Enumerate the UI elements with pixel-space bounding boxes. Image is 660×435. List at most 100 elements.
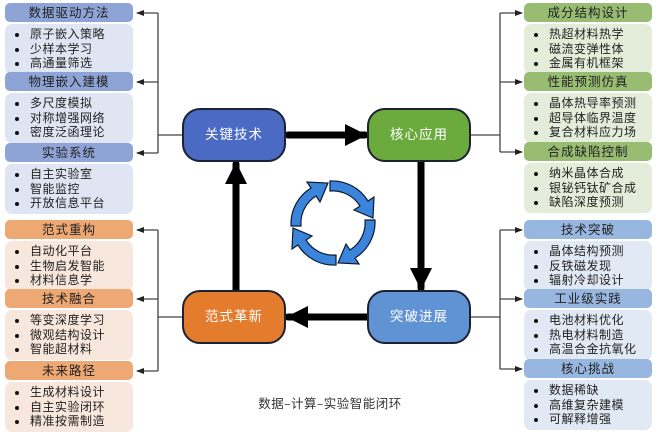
category-title: 核心挑战	[524, 359, 652, 378]
bullet-icon	[534, 102, 538, 106]
bracket-right-top	[471, 10, 523, 155]
list-item-text: 热超材料热学	[549, 27, 625, 41]
category-items: 纳米晶体合成银铋钙钛矿合成缺陷深度预测	[524, 163, 652, 213]
bullet-icon	[534, 62, 538, 67]
bullet-icon	[534, 319, 538, 323]
bullet-icon	[534, 131, 538, 136]
category-items: 热超材料热学磁流变弹性体金属有机框架	[524, 24, 652, 74]
list-item: 可解释增强	[532, 412, 652, 427]
bullet-icon	[15, 319, 19, 323]
list-item: 晶体热导率预测	[532, 96, 652, 111]
category-title: 实验系统	[5, 143, 133, 162]
list-item: 缺陷深度预测	[532, 195, 652, 210]
bullet-icon	[15, 173, 19, 177]
category-items: 原子嵌入策略少样本学习高通量筛选	[5, 24, 133, 74]
bullet-icon	[15, 333, 19, 338]
list-item: 高维复杂建模	[532, 398, 652, 413]
category-left-top-2: 实验系统自主实验室智能监控开放信息平台	[5, 143, 133, 214]
list-item: 等变深度学习	[13, 313, 133, 328]
list-item: 银铋钙钛矿合成	[532, 181, 652, 196]
category-title: 成分结构设计	[524, 3, 652, 22]
list-item-text: 材料信息学	[30, 273, 93, 288]
bullet-icon	[534, 403, 538, 408]
list-item-text: 反铁磁发现	[549, 258, 612, 273]
list-item-text: 超导体临界温度	[549, 110, 637, 125]
bullet-icon	[15, 187, 19, 192]
category-items: 自主实验室智能监控开放信息平台	[5, 164, 133, 214]
bullet-icon	[534, 348, 538, 353]
bullet-icon	[15, 116, 19, 121]
list-item: 少样本学习	[13, 42, 133, 57]
list-item-text: 少样本学习	[30, 41, 93, 56]
bullet-icon	[15, 391, 19, 395]
list-item-text: 自主实验闭环	[30, 399, 106, 414]
node-core-application: 核心应用	[367, 108, 471, 162]
category-title: 未来路径	[5, 361, 133, 380]
bullet-icon	[534, 33, 538, 37]
list-item: 材料信息学	[13, 273, 133, 288]
bullet-icon	[534, 186, 538, 191]
category-items: 生成材料设计自主实验闭环精准按需制造	[5, 382, 133, 432]
list-item: 热电材料制造	[532, 328, 652, 343]
category-title: 数据驱动方法	[5, 3, 133, 22]
bracket-right-bottom	[471, 227, 523, 372]
list-item-text: 银铋钙钛矿合成	[549, 180, 637, 195]
bullet-icon	[15, 250, 19, 254]
category-title: 物理嵌入建模	[5, 72, 133, 91]
category-left-top-1: 物理嵌入建模多尺度模拟对称增强网络密度泛函理论	[5, 72, 133, 143]
list-item-text: 开放信息平台	[30, 196, 106, 211]
list-item-text: 微观结构设计	[30, 327, 106, 342]
list-item-text: 多尺度模拟	[30, 96, 93, 110]
list-item: 智能超材料	[13, 342, 133, 357]
list-item-text: 缺陷深度预测	[549, 195, 625, 210]
list-item-text: 生物启发智能	[30, 258, 106, 273]
list-item: 电池材料优化	[532, 313, 652, 328]
category-right-top-2: 合成缺陷控制纳米晶体合成银铋钙钛矿合成缺陷深度预测	[524, 142, 652, 213]
category-right-bottom-0: 技术突破晶体结构预测反铁磁发现辐射冷却设计	[524, 220, 652, 291]
list-item: 磁流变弹性体	[532, 42, 652, 57]
list-item: 超导体临界温度	[532, 111, 652, 126]
list-item-text: 高维复杂建模	[549, 397, 625, 412]
list-item: 生物启发智能	[13, 259, 133, 274]
bullet-icon	[534, 201, 538, 206]
bullet-icon	[534, 279, 538, 284]
list-item: 微观结构设计	[13, 328, 133, 343]
bullet-icon	[15, 131, 19, 136]
list-item: 晶体结构预测	[532, 244, 652, 259]
list-item: 金属有机框架	[532, 56, 652, 71]
node-breakthrough-progress: 突破进展	[367, 290, 471, 344]
category-title: 性能预测仿真	[524, 72, 652, 91]
list-item: 反铁磁发现	[532, 259, 652, 274]
node-key-tech: 关键技术	[182, 108, 286, 162]
list-item: 生成材料设计	[13, 385, 133, 400]
list-item: 高通量筛选	[13, 56, 133, 71]
category-items: 晶体结构预测反铁磁发现辐射冷却设计	[524, 241, 652, 291]
list-item-text: 原子嵌入策略	[30, 27, 106, 41]
list-item: 热超材料热学	[532, 27, 652, 42]
list-item: 对称增强网络	[13, 111, 133, 126]
list-item-text: 磁流变弹性体	[549, 41, 625, 56]
category-right-top-1: 性能预测仿真晶体热导率预测超导体临界温度复合材料应力场	[524, 72, 652, 143]
category-items: 晶体热导率预测超导体临界温度复合材料应力场	[524, 93, 652, 143]
bullet-icon	[15, 264, 19, 269]
list-item-text: 智能监控	[30, 181, 81, 196]
list-item-text: 晶体热导率预测	[549, 96, 637, 110]
category-title: 工业级实践	[524, 289, 652, 308]
category-left-bottom-0: 范式重构自动化平台生物启发智能材料信息学	[5, 220, 133, 291]
node-paradigm-innovation: 范式革新	[182, 290, 286, 344]
list-item: 多尺度模拟	[13, 96, 133, 111]
bullet-icon	[534, 418, 538, 423]
category-right-bottom-1: 工业级实践电池材料优化热电材料制造高温合金抗氧化	[524, 289, 652, 360]
list-item: 纳米晶体合成	[532, 166, 652, 181]
category-title: 技术融合	[5, 289, 133, 308]
bullet-icon	[534, 47, 538, 52]
list-item: 精准按需制造	[13, 414, 133, 429]
list-item-text: 电池材料优化	[549, 313, 625, 327]
list-item: 自主实验闭环	[13, 400, 133, 415]
list-item: 原子嵌入策略	[13, 27, 133, 42]
list-item-text: 自动化平台	[30, 244, 93, 258]
list-item-text: 可解释增强	[549, 412, 612, 427]
category-title: 技术突破	[524, 220, 652, 239]
cycle-arrows-icon	[290, 180, 376, 266]
